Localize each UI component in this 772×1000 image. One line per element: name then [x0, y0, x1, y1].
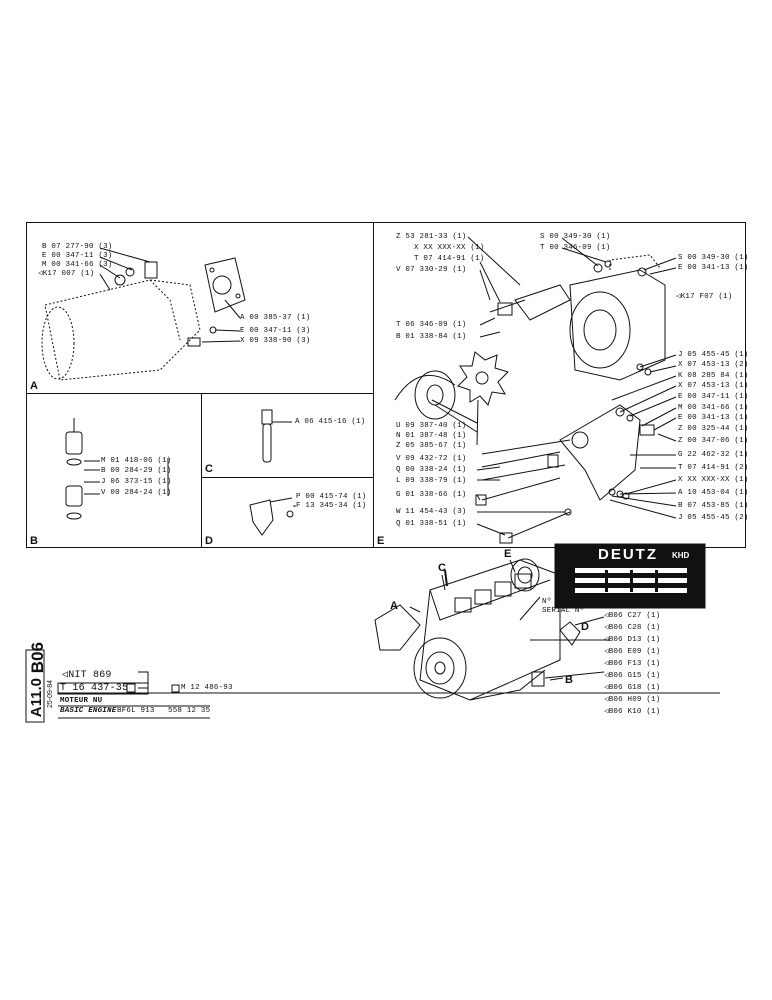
engine-letter-c: C	[438, 562, 446, 574]
mounting-bracket	[514, 284, 641, 501]
bolts-e	[475, 299, 571, 544]
label-d-1: P 00 415-74 (1)	[296, 493, 367, 501]
washers-e	[564, 260, 655, 516]
starter-motor-illustration	[41, 279, 201, 381]
label-e-l3: T 07 414-91 (1)	[414, 255, 485, 263]
section-label-c: C	[205, 463, 213, 475]
label-e-r15: X XX XXX-XX (1)	[678, 476, 749, 484]
label-e-l10: V 09 432-72 (1)	[396, 455, 467, 463]
label-e-l14: W 11 454-43 (3)	[396, 508, 467, 516]
ref-9: ◁B06 K10 (1)	[604, 708, 661, 716]
label-e-r4: J 05 455-45 (1)	[678, 351, 749, 359]
label-e-l12: L 09 338-79 (1)	[396, 477, 467, 485]
label-e-r7: X 07 453-13 (1)	[678, 382, 749, 390]
label-e-l8: N 01 387-48 (1)	[396, 432, 467, 440]
model: BF6L 913	[117, 707, 155, 715]
ref-3: ◁B06 D13 (1)	[604, 636, 661, 644]
label-a-5: A 00 385-37 (1)	[240, 314, 311, 322]
label-e-l1: Z 53 281-33 (1)	[396, 233, 467, 241]
serial-fr: Nº SERIE	[542, 598, 580, 606]
label-a-6: E 00 347-11 (3)	[240, 327, 311, 335]
plate-sub: KHD	[672, 551, 690, 560]
ref-5: ◁B06 F13 (1)	[604, 660, 661, 668]
label-a-7: X 09 338-90 (3)	[240, 337, 311, 345]
label-e-r17: B 07 453-85 (1)	[678, 502, 749, 510]
section-label-a: A	[30, 380, 38, 392]
serial-en: SERIAL Nº	[542, 607, 585, 615]
label-e-t1: S 00 349-30 (1)	[540, 233, 611, 241]
title-fr: MOTEUR NU	[60, 697, 103, 705]
label-e-r16: A 10 453-04 (1)	[678, 489, 749, 497]
label-e-r2: E 00 341-13 (1)	[678, 264, 749, 272]
engine-letter-a: A	[390, 600, 398, 612]
engine-letter-e: E	[504, 548, 512, 560]
label-e-l11: Q 00 338-24 (1)	[396, 466, 467, 474]
section-label-e: E	[377, 535, 385, 547]
label-e-t2: T 00 346-09 (1)	[540, 244, 611, 252]
bolt-a1	[144, 261, 158, 279]
label-b-1: M 01 418-06 (1)	[101, 457, 172, 465]
label-a-3: M 00 341-66 (3)	[42, 261, 113, 269]
temperature-sender	[261, 409, 292, 463]
label-b-2: B 00 284-29 (1)	[101, 467, 172, 475]
label-e-r9: M 00 341-66 (1)	[678, 404, 749, 412]
nameplate	[554, 543, 706, 609]
label-b-3: J 06 373-15 (1)	[101, 478, 172, 486]
label-e-l15: Q 01 338-51 (1)	[396, 520, 467, 528]
engine-letter-b: B	[565, 674, 573, 686]
sheet-number: 558 12 35	[168, 707, 211, 715]
ref-8: ◁B06 H09 (1)	[604, 696, 661, 704]
part-number: T 16 437-35	[60, 683, 129, 694]
sheet-date: 25-09-84	[47, 680, 54, 709]
label-e-r13: G 22 462-32 (1)	[678, 451, 749, 459]
title-en: BASIC ENGINE	[60, 707, 117, 715]
starter-flange	[204, 257, 246, 313]
fitting	[249, 497, 296, 536]
label-e-r10: E 00 341-13 (1)	[678, 414, 749, 422]
ref-7: ◁B06 G18 (1)	[604, 684, 661, 692]
section-label-d: D	[205, 535, 213, 547]
label-d-2: F 13 345-34 (1)	[296, 502, 367, 510]
label-e-r12: Z 00 347-06 (1)	[678, 437, 749, 445]
fan-pulley	[394, 351, 509, 420]
label-e-l2: X XX XXX-XX (1)	[414, 244, 485, 252]
label-e-l9: Z 05 385-67 (1)	[396, 442, 467, 450]
label-e-l5: T 06 346-09 (1)	[396, 321, 467, 329]
label-e-r5: X 07 453-13 (2)	[678, 361, 749, 369]
engine-letter-d: D	[581, 621, 589, 633]
sheet-code-2: A11.0	[28, 678, 45, 718]
section-label-b: B	[30, 535, 38, 547]
label-e-r6: K 08 285 84 (1)	[678, 372, 749, 380]
label-e-r1: S 00 349-30 (1)	[678, 254, 749, 262]
label-b-4: V 00 284-24 (1)	[101, 489, 172, 497]
ref-2: ◁B06 C28 (1)	[604, 624, 661, 632]
label-e-r3: ◁K17 F07 (1)	[676, 293, 733, 301]
label-e-r8: E 00 347-11 (1)	[678, 393, 749, 401]
label-e-r14: T 07 414-91 (2)	[678, 464, 749, 472]
engine-overview-illustration	[374, 558, 610, 701]
label-e-l4: V 07 330-29 (1)	[396, 266, 467, 274]
label-e-r11: Z 00 325-44 (1)	[678, 425, 749, 433]
ref-4: ◁B06 E09 (1)	[604, 648, 661, 656]
label-a-1: B 07 277-90 (3)	[42, 243, 113, 251]
label-a-2: E 00 347-11 (3)	[42, 252, 113, 260]
label-a-4: ◁K17 007 (1)	[38, 270, 95, 278]
label-e-l6: B 01 338-84 (1)	[396, 333, 467, 341]
ref-1: ◁B06 C27 (1)	[604, 612, 661, 620]
m-ref: M 12 486-93	[181, 684, 233, 692]
nit-ref: ◁NIT 869	[62, 670, 112, 681]
alternator-illustration	[569, 254, 666, 381]
label-c-1: A 06 415-16 (1)	[295, 418, 366, 426]
pressure-switch	[65, 418, 83, 520]
plate-brand: DEUTZ	[598, 546, 658, 563]
label-e-l7: U 09 387-40 (1)	[396, 422, 467, 430]
sheet-code-1: B06	[28, 642, 47, 674]
ref-6: ◁B06 G15 (1)	[604, 672, 661, 680]
label-e-r18: J 05 455-45 (2)	[678, 514, 749, 522]
label-e-l13: G 01 338-66 (1)	[396, 491, 467, 499]
